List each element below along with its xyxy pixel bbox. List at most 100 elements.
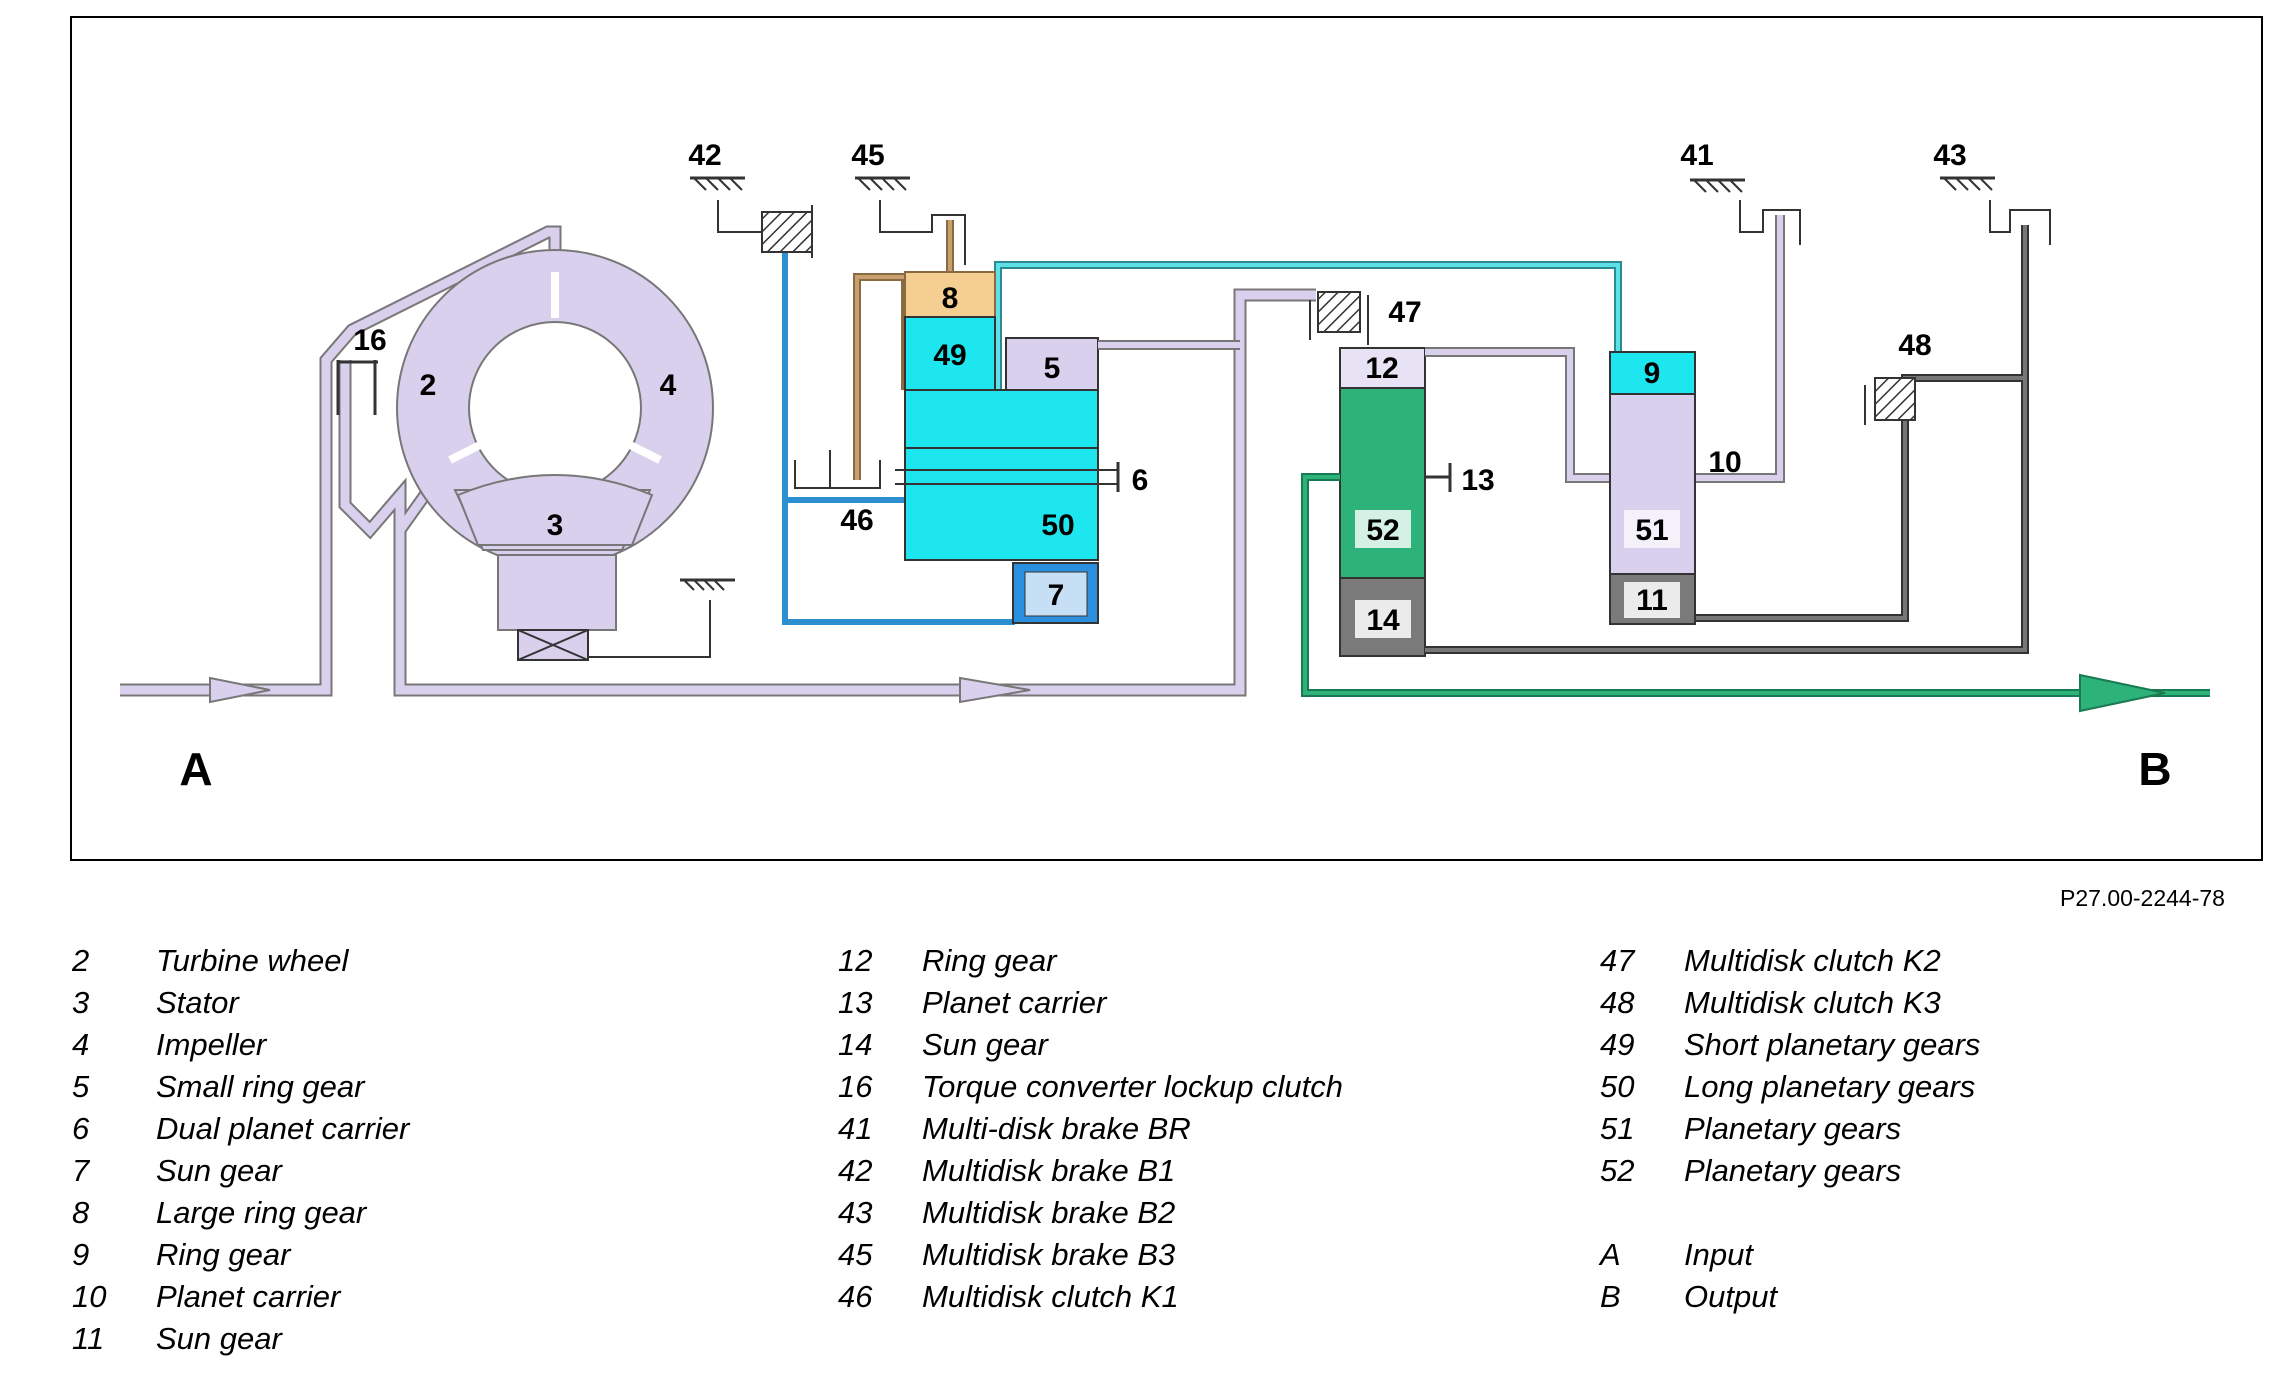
legend-number: 10	[72, 1279, 107, 1314]
legend-text: Stator	[156, 985, 239, 1020]
legend-number: 51	[1600, 1111, 1635, 1146]
figure-code: P27.00-2244-78	[2060, 885, 2225, 911]
legend-text: Output	[1684, 1279, 1778, 1314]
legend-text: Multidisk clutch K3	[1684, 985, 1941, 1020]
legend-number: 52	[1600, 1153, 1635, 1188]
legend-text: Multidisk brake B2	[922, 1195, 1176, 1230]
diagram-frame	[70, 16, 2263, 861]
legend-text: Planetary gears	[1684, 1153, 1902, 1188]
label-48: 48	[1898, 329, 1931, 362]
legend-item: 16 Torque converter lockup clutch	[838, 1066, 1538, 1108]
label-16: 16	[353, 324, 386, 357]
legend-number: 7	[72, 1153, 90, 1188]
legend-text: Small ring gear	[156, 1069, 365, 1104]
legend-text: Multi-disk brake BR	[922, 1111, 1191, 1146]
legend-text: Multidisk brake B1	[922, 1153, 1176, 1188]
legend-text: Short planetary gears	[1684, 1027, 1981, 1062]
legend-number: 42	[838, 1153, 873, 1188]
legend-item: 11 Sun gear	[72, 1318, 672, 1360]
label-8: 8	[942, 282, 959, 315]
legend-number: 14	[838, 1027, 873, 1062]
label-47: 47	[1388, 296, 1421, 329]
legend-number: 9	[72, 1237, 90, 1272]
label-41: 41	[1680, 139, 1713, 172]
legend-number: 47	[1600, 943, 1635, 978]
turbine-output-shaft-inner	[340, 290, 1316, 695]
label-51: 51	[1635, 514, 1668, 547]
legend-item: 49 Short planetary gears	[1600, 1024, 2250, 1066]
input-arrow	[209, 676, 1031, 704]
label-3: 3	[547, 509, 564, 542]
legend-text: Sun gear	[156, 1153, 282, 1188]
label-11: 11	[1636, 584, 1668, 617]
label-5: 5	[1044, 352, 1061, 385]
legend-number: 48	[1600, 985, 1635, 1020]
label-43: 43	[1933, 139, 1966, 172]
legend-number: 46	[838, 1279, 873, 1314]
legend-spacer	[1600, 1192, 2250, 1234]
legend-number: 43	[838, 1195, 873, 1230]
legend-number: 49	[1600, 1027, 1635, 1062]
legend-item: 42 Multidisk brake B1	[838, 1150, 1538, 1192]
legend-number: 50	[1600, 1069, 1635, 1104]
legend-item: B Output	[1600, 1276, 2250, 1318]
label-45: 45	[851, 139, 884, 172]
legend-column-2: 12 Ring gear 13 Planet carrier 14 Sun gear 16 T…	[838, 940, 1538, 1318]
legend-text: Torque converter lockup clutch	[922, 1069, 1344, 1104]
label-12: 12	[1365, 352, 1398, 385]
multidisk-brake-43	[1940, 176, 2051, 245]
legend-item: 9 Ring gear	[72, 1234, 672, 1276]
label-4: 4	[660, 369, 677, 402]
legend-number: A	[1600, 1237, 1621, 1272]
large-ring-gear-shaft-inner	[855, 220, 952, 480]
legend-item: 48 Multidisk clutch K3	[1600, 982, 2250, 1024]
legend-item: 13 Planet carrier	[838, 982, 1538, 1024]
sun-gear-shaft	[1425, 225, 2029, 654]
legend-text: Sun gear	[156, 1321, 282, 1356]
legend-number: 8	[72, 1195, 90, 1230]
legend-number: B	[1600, 1279, 1621, 1314]
label-42: 42	[688, 139, 721, 172]
legend-number: 11	[72, 1321, 105, 1356]
legend-item: 50 Long planetary gears	[1600, 1066, 2250, 1108]
label-6: 6	[1132, 464, 1149, 497]
label-7: 7	[1048, 579, 1065, 612]
label-2: 2	[420, 369, 437, 402]
label-13: 13	[1461, 464, 1494, 497]
legend-number: 6	[72, 1111, 90, 1146]
legend-text: Planet carrier	[922, 985, 1107, 1020]
label-9: 9	[1644, 357, 1661, 390]
label-10: 10	[1708, 446, 1741, 479]
legend-number: 13	[838, 985, 873, 1020]
transmission-schematic: 2 3 4 16 42 45 8 49 5 6 46 50 7 47 12 13…	[70, 16, 2263, 861]
legend-text: Multidisk clutch K2	[1684, 943, 1941, 978]
legend-number: 2	[72, 943, 90, 978]
legend-text: Long planetary gears	[1684, 1069, 1976, 1104]
output-arrow	[2079, 673, 2166, 713]
legend-text: Sun gear	[922, 1027, 1048, 1062]
legend-text: Multidisk brake B3	[922, 1237, 1176, 1272]
multidisk-clutch-k2-47	[1309, 291, 1369, 345]
multidisk-clutch-k3-48	[1864, 377, 1916, 425]
clutch-k1-46	[794, 450, 881, 489]
input-label: A	[179, 743, 212, 795]
legend-number: 12	[838, 943, 873, 978]
legend-text: Ring gear	[156, 1237, 291, 1272]
multidisk-brake-45	[855, 176, 966, 265]
legend-text: Ring gear	[922, 943, 1057, 978]
legend-text: Multidisk clutch K1	[922, 1279, 1179, 1314]
output-label: B	[2138, 743, 2171, 795]
planetary-set-1	[895, 271, 1120, 624]
label-46: 46	[840, 504, 873, 537]
legend-item: 47 Multidisk clutch K2	[1600, 940, 2250, 982]
legend-number: 16	[838, 1069, 873, 1104]
legend-item: 12 Ring gear	[838, 940, 1538, 982]
